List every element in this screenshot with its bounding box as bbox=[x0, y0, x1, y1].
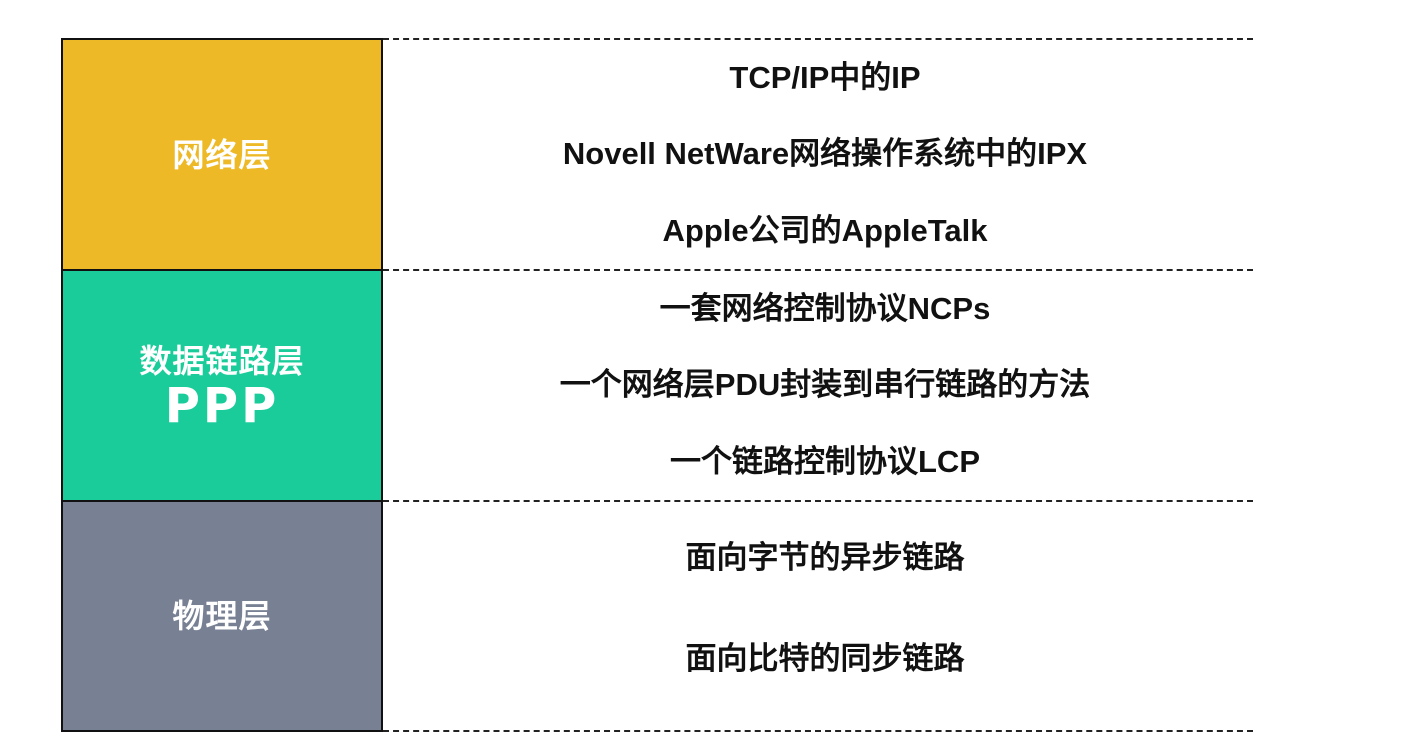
physical-layer-box: 物理层 bbox=[61, 500, 383, 732]
data-link-layer-label: 数据链路层 bbox=[139, 342, 305, 379]
ppp-component-item: 一套网络控制协议NCPs bbox=[659, 291, 991, 326]
dashed-divider-network-datalink bbox=[383, 269, 1253, 271]
dashed-divider-top bbox=[383, 38, 1253, 40]
network-layer-label: 网络层 bbox=[172, 136, 272, 173]
network-protocol-item: Novell NetWare网络操作系统中的IPX bbox=[562, 136, 1088, 171]
dashed-divider-datalink-physical bbox=[383, 500, 1253, 502]
network-layer-box: 网络层 bbox=[61, 38, 383, 271]
ppp-component-item: 一个链路控制协议LCP bbox=[670, 444, 980, 479]
dashed-divider-bottom bbox=[383, 730, 1253, 732]
physical-layer-label: 物理层 bbox=[172, 598, 272, 634]
network-protocol-item: Apple公司的AppleTalk bbox=[662, 213, 988, 248]
ppp-component-item: 一个网络层PDU封装到串行链路的方法 bbox=[559, 367, 1091, 402]
network-protocol-item: TCP/IP中的IP bbox=[729, 60, 921, 95]
physical-link-item: 面向比特的同步链路 bbox=[685, 641, 965, 676]
physical-link-item: 面向字节的异步链路 bbox=[685, 540, 965, 575]
data-link-layer-box: 数据链路层 PPP bbox=[61, 269, 383, 502]
ppp-label: PPP bbox=[164, 377, 280, 434]
